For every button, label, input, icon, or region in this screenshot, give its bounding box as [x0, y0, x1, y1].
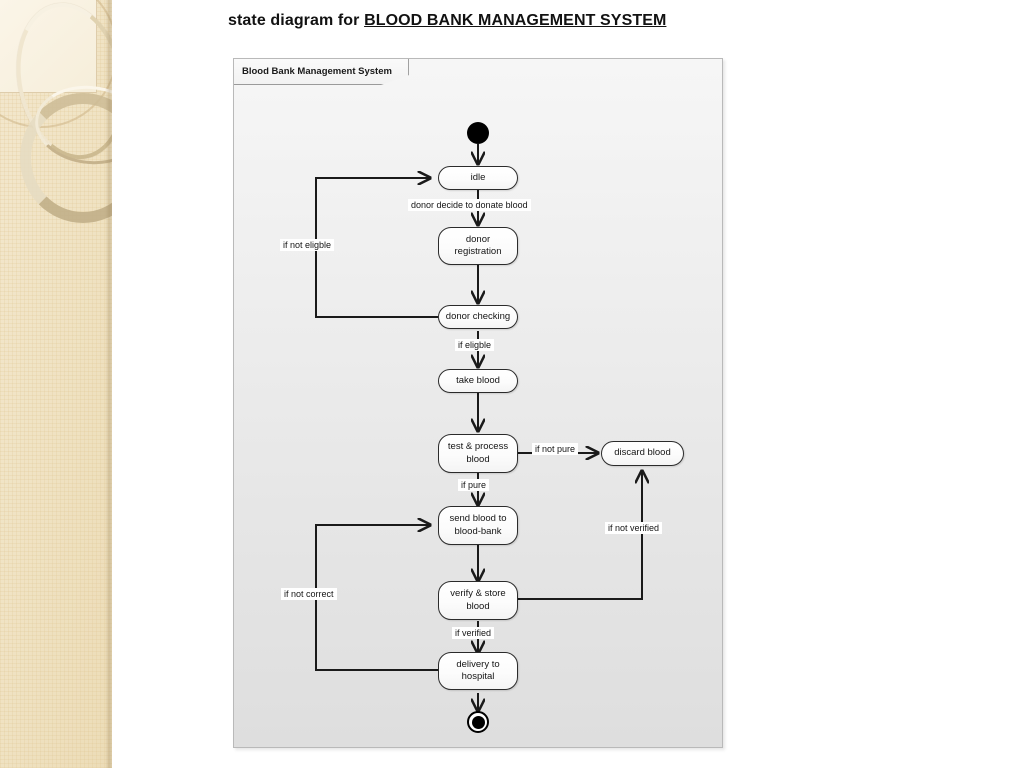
transition-edge-layer [315, 144, 724, 749]
final-state-inner-dot [471, 715, 485, 729]
initial-state-node [467, 122, 489, 144]
edge-label-if-not-pure: if not pure [532, 443, 579, 456]
frame-label-tab: Blood Bank Management System [234, 59, 409, 85]
edge-label-if-pure: if pure [458, 479, 490, 492]
state-send-blood-to-bank[interactable]: send blood to blood-bank [438, 506, 518, 545]
state-discard-blood[interactable]: discard blood [601, 441, 684, 466]
state-verify-store-blood-label-line2: blood [466, 600, 490, 612]
state-discard-blood-label: discard blood [614, 447, 671, 459]
page-title: state diagram for BLOOD BANK MANAGEMENT … [228, 12, 666, 30]
decor-ring-thick-gold [20, 93, 112, 223]
state-donor-registration-label-line2: registration [454, 246, 502, 257]
edge-label-if-eligble: if eligble [455, 339, 495, 352]
state-donor-registration-label-line1: donor [465, 233, 491, 245]
final-state-node [467, 711, 489, 733]
page-title-prefix: state diagram for [228, 12, 365, 29]
state-verify-store-blood[interactable]: verify & store blood [438, 581, 518, 620]
state-take-blood[interactable]: take blood [438, 369, 518, 393]
state-test-process-blood-label-line2: blood [466, 453, 490, 465]
state-delivery-to-hospital-label-line1: delivery to [456, 658, 500, 670]
state-donor-checking[interactable]: donor checking [438, 305, 518, 329]
state-test-process-blood[interactable]: test & process blood [438, 434, 518, 473]
state-idle[interactable]: idle [438, 166, 518, 190]
slide-decoration-sidebar [0, 0, 112, 768]
edge-label-donor-decide: donor decide to donate blood [408, 199, 531, 212]
edge-label-if-not-verified: if not verified [605, 522, 663, 535]
state-delivery-to-hospital[interactable]: delivery to hospital [438, 652, 518, 690]
state-donor-registration[interactable]: donor registration [438, 227, 518, 265]
frame-label-text: Blood Bank Management System [242, 66, 392, 77]
edge-label-if-not-correct: if not correct [281, 588, 337, 601]
edge-verify-to-discard [518, 471, 642, 600]
edge-label-if-verified: if verified [452, 627, 495, 640]
state-delivery-to-hospital-label-line2: hospital [461, 671, 495, 682]
decor-edge-shadow [105, 0, 112, 768]
state-send-blood-to-bank-label-line1: send blood to [449, 513, 507, 525]
state-idle-label: idle [470, 171, 486, 183]
state-diagram-frame: Blood Bank Management System [233, 58, 723, 748]
page-title-main: BLOOD BANK MANAGEMENT SYSTEM [364, 12, 667, 29]
edge-label-if-not-eligble: if not eligble [280, 239, 335, 252]
state-send-blood-to-bank-label-line2: blood-bank [454, 525, 502, 537]
state-donor-checking-label: donor checking [445, 310, 511, 322]
state-test-process-blood-label-line1: test & process [447, 441, 509, 453]
state-take-blood-label: take blood [456, 374, 500, 386]
state-verify-store-blood-label-line1: verify & store [450, 588, 506, 600]
